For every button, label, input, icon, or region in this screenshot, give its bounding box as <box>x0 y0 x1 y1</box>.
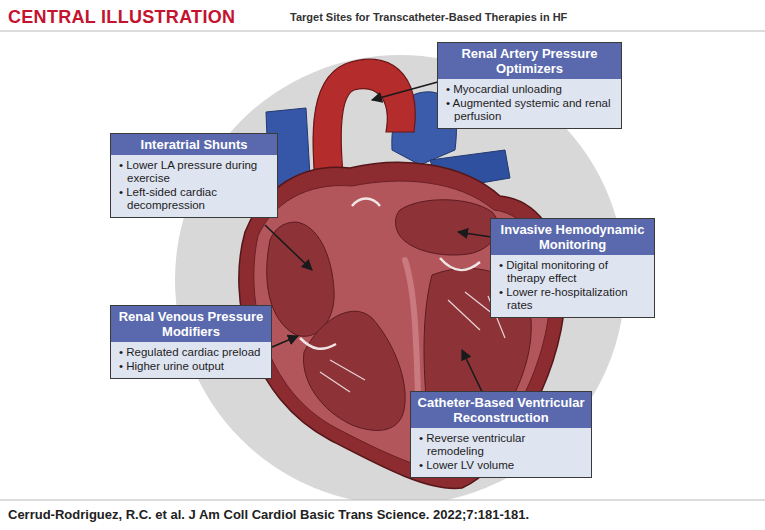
leader-arrow <box>265 225 312 270</box>
bullet-item: • Reverse ventricular remodeling <box>411 428 591 458</box>
therapy-box: Invasive Hemodynamic Monitoring• Digital… <box>490 218 655 318</box>
bullet-item: • Lower LV volume <box>411 458 591 477</box>
leader-arrow <box>372 80 445 100</box>
bullet-item: • Lower re-hospitalization rates <box>491 285 654 317</box>
therapy-box: Catheter-Based Ventricular Reconstructio… <box>410 391 592 478</box>
bullet-item: • Lower LA pressure during exercise <box>111 155 277 185</box>
box-heading: Interatrial Shunts <box>111 134 277 155</box>
box-heading: Catheter-Based Ventricular Reconstructio… <box>411 392 591 428</box>
therapy-box: Renal Venous Pressure Modifiers• Regulat… <box>110 305 272 379</box>
bullet-item: • Left-sided cardiac decompression <box>111 185 277 217</box>
header-rule <box>0 31 765 32</box>
box-heading: Renal Artery Pressure Optimizers <box>438 43 621 79</box>
citation-caption: Cerrud-Rodriguez, R.C. et al. J Am Coll … <box>8 507 529 522</box>
figure-subtitle: Target Sites for Transcatheter-Based The… <box>290 11 567 23</box>
bullet-item: • Higher urine output <box>111 359 271 378</box>
box-heading: Renal Venous Pressure Modifiers <box>111 306 271 342</box>
bullet-item: • Regulated cardiac preload <box>111 342 271 359</box>
bullet-item: • Myocardial unloading <box>438 79 621 96</box>
box-heading: Invasive Hemodynamic Monitoring <box>491 219 654 255</box>
bullet-item: • Digital monitoring of therapy effect <box>491 255 654 285</box>
footer-band <box>0 500 765 530</box>
figure-title: CENTRAL ILLUSTRATION <box>8 7 235 28</box>
therapy-box: Interatrial Shunts• Lower LA pressure du… <box>110 133 278 218</box>
bullet-item: • Augmented systemic and renal perfusion <box>438 96 621 128</box>
footer-rule <box>0 500 765 501</box>
therapy-box: Renal Artery Pressure Optimizers• Myocar… <box>437 42 622 129</box>
